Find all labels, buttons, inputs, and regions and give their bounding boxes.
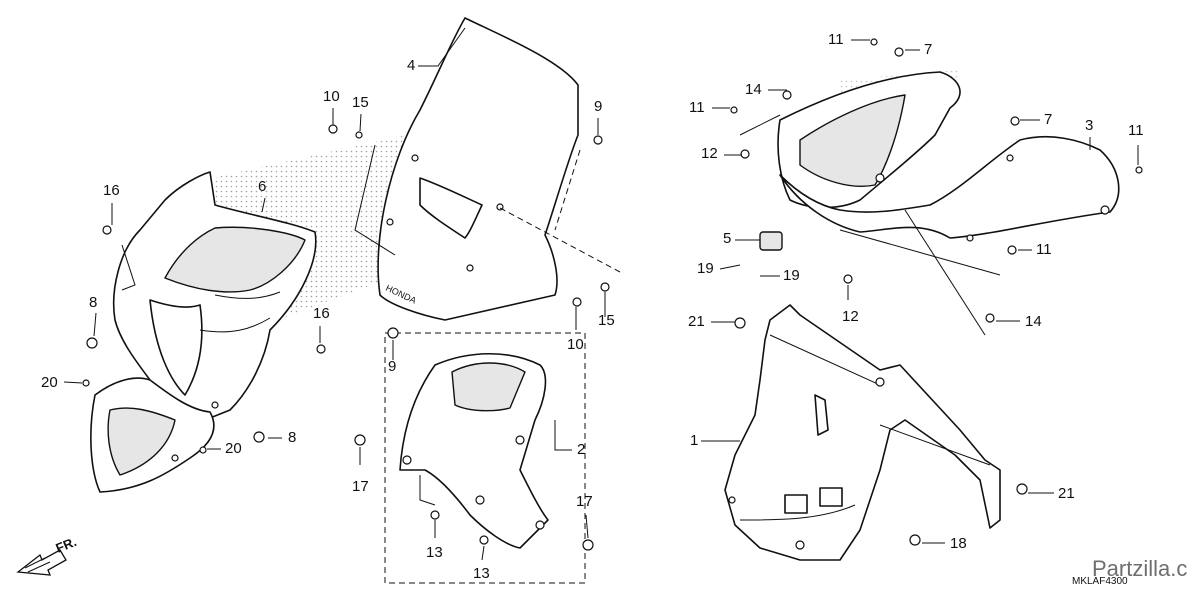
callout-c10a: 10: [323, 88, 340, 105]
callout-c11c: 11: [1128, 122, 1144, 139]
callout-c15b: 15: [598, 312, 615, 329]
callout-c10b: 10: [567, 336, 584, 353]
front-direction-arrow-icon: FR.: [16, 534, 79, 576]
callout-c12b: 12: [842, 308, 859, 325]
callout-c2: 2: [577, 441, 585, 458]
callout-c11b: 11: [689, 99, 705, 116]
callout-c16b: 16: [313, 305, 330, 322]
callout-c21b: 21: [1058, 485, 1075, 502]
clip-part-5: [759, 231, 783, 251]
callout-c21a: 21: [688, 313, 705, 330]
callout-c12a: 12: [701, 145, 718, 162]
callout-c8b: 8: [288, 429, 296, 446]
bracket-part-2: [384, 332, 586, 584]
callout-c11a: 11: [828, 31, 844, 48]
callout-c4: 4: [407, 57, 415, 74]
direction-label: FR.: [54, 534, 79, 556]
callout-c16a: 16: [103, 182, 120, 199]
callout-c19b: 19: [783, 267, 800, 284]
callout-c13a: 13: [426, 544, 443, 561]
callout-c14b: 14: [1025, 313, 1042, 330]
leader-lines: [63, 27, 1139, 561]
callout-c20b: 20: [225, 440, 242, 457]
callout-c19a: 19: [697, 260, 714, 277]
callout-c1: 1: [690, 432, 698, 449]
callout-c8a: 8: [89, 294, 97, 311]
lower-cowl: [90, 377, 219, 493]
callout-c7b: 7: [1044, 111, 1052, 128]
callout-c7a: 7: [924, 41, 932, 58]
callout-c18: 18: [950, 535, 967, 552]
callout-c3: 3: [1085, 117, 1093, 134]
watermark: Partzilla.c: [1092, 556, 1187, 581]
callout-c17b: 17: [576, 493, 593, 510]
front-cowl-part-6: [112, 171, 317, 421]
callout-c20a: 20: [41, 374, 58, 391]
diagram-code: MKLAF4300: [1072, 576, 1128, 587]
callout-c17a: 17: [352, 478, 369, 495]
fasteners: [82, 38, 1143, 551]
upper-cover-part-3: [777, 71, 1120, 242]
callout-c5: 5: [723, 230, 731, 247]
callout-c9b: 9: [388, 358, 396, 375]
frame-stay-part-1: [724, 304, 1001, 561]
callout-c14a: 14: [745, 81, 762, 98]
callout-c11d: 11: [1036, 241, 1052, 258]
callout-c13b: 13: [473, 565, 490, 582]
windscreen-part-4: HONDA: [377, 17, 579, 321]
callout-c6: 6: [258, 178, 266, 195]
callout-c15a: 15: [352, 94, 369, 111]
callout-c9a: 9: [594, 98, 602, 115]
